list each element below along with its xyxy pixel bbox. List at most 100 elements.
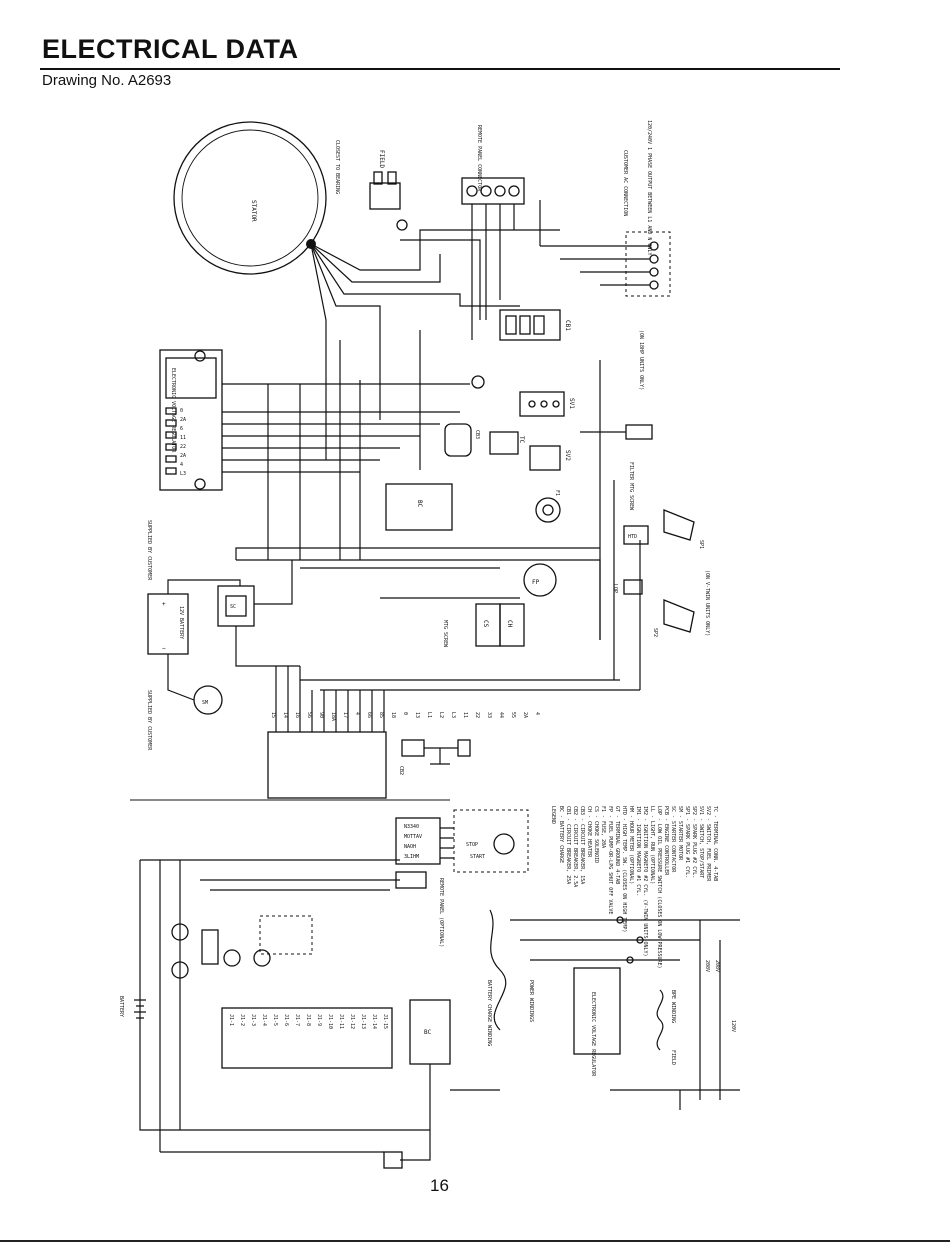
fp-bottom	[171, 961, 189, 979]
svg-text:MOTTAV: MOTTAV	[404, 834, 422, 840]
hm-bottom	[223, 949, 241, 967]
svg-text:CUSTOMER AC CONNECTION: CUSTOMER AC CONNECTION	[622, 150, 628, 216]
legend-entry: IM1 - IGNITION MAGNETO #1 CYL.	[635, 806, 641, 896]
wire-number: 22	[474, 712, 480, 718]
legend-entry: F1 - FUSE, 20A	[600, 806, 606, 848]
svg-text:F1: F1	[554, 490, 560, 496]
legend-entry: CB3 - CIRCUIT BREAKER, 15A	[579, 806, 585, 884]
sv2-switch: SV2	[529, 445, 571, 471]
pcb-pin-label: J1-10	[327, 1014, 333, 1029]
pcb-pin-label: J1-9	[316, 1014, 322, 1026]
svg-text:FIELD: FIELD	[378, 150, 385, 168]
wire-number: 4	[354, 712, 360, 715]
sv1-relay	[259, 915, 313, 955]
choke-assembly: CS CH MTG SCREW	[442, 603, 525, 648]
pcb-pin-label: J1-5	[272, 1014, 278, 1026]
svg-text:REMOTE PANEL CONNECTOR: REMOTE PANEL CONNECTOR	[476, 125, 482, 192]
svg-text:120/240V 1 PHASE OUTPUT BETWEE: 120/240V 1 PHASE OUTPUT BETWEEN L1 AND N…	[646, 120, 652, 255]
voltage-regulator-bottom: ELECTRONIC VOLTAGE REGULATOR	[573, 967, 621, 1077]
cb2-breaker: CB2	[398, 739, 471, 775]
pcb-pin-label: J1-15	[382, 1014, 388, 1029]
f1-fuse: F1	[535, 490, 561, 523]
sv1-switch: SV1	[519, 391, 575, 417]
stator-label: STATOR	[250, 200, 257, 222]
wire-number: 2A	[522, 712, 528, 718]
regulator-terminal-label: 4	[180, 462, 183, 468]
field-brushes: FIELD CLOSEST TO BEARING	[334, 140, 408, 231]
wire-number: 4	[534, 712, 540, 715]
remote-connector-bottom: N3340 MOTTAV NAOH 3LIHM	[395, 817, 441, 865]
charge-winding	[489, 909, 507, 1031]
regulator-terminal-label: 6	[180, 426, 183, 432]
cb1-breaker: CB1	[499, 309, 571, 341]
title-divider	[40, 68, 840, 70]
svg-text:SUPPLIED BY CUSTOMER: SUPPLIED BY CUSTOMER	[146, 520, 152, 581]
svg-text:+: +	[162, 601, 166, 608]
wire-number: 11	[462, 712, 468, 718]
svg-text:CS: CS	[482, 620, 489, 628]
regulator-terminal-label: 22	[180, 444, 186, 450]
legend-entry: SV1 - SWITCH, STOP/START	[698, 806, 704, 878]
bc-battery-charger: BC	[385, 483, 453, 531]
htd-sensor: HTD	[623, 525, 649, 545]
page-title: ELECTRICAL DATA	[42, 34, 299, 64]
legend-entry: SM - STARTER MOTOR	[677, 806, 683, 861]
svg-text:208V: 208V	[714, 960, 720, 972]
regulator-terminal-label: 2A	[180, 453, 186, 459]
wire-number: 17	[342, 712, 348, 718]
cb3-bottom	[383, 1151, 403, 1169]
cs2-bottom	[253, 949, 271, 967]
pcb-pin-label: J1-1	[228, 1014, 234, 1026]
wire-number: 90	[318, 712, 324, 718]
svg-text:208V: 208V	[704, 960, 710, 972]
pcb-top	[267, 731, 387, 799]
legend-entry: GT - TERMINAL GROUND 4-TAB	[614, 806, 620, 884]
svg-text:CB2: CB2	[398, 766, 404, 775]
regulator-terminal-label: L3	[180, 471, 186, 477]
legend-entry: SV2 - SWITCH, FUEL PRIMER	[705, 806, 711, 882]
legend-entry: SP1 - SPARK PLUG #1 CYL.	[684, 806, 690, 878]
starter-contactor: SC	[217, 585, 255, 627]
svg-text:12V BATTERY: 12V BATTERY	[178, 606, 184, 639]
wire-number: L2	[438, 712, 444, 718]
wire-number: 14	[282, 712, 288, 718]
pcb-pin-label: J1-11	[338, 1014, 344, 1029]
lop-sensor: LOP	[612, 579, 643, 595]
remote-panel-optional: STOP START REMOTE PANEL (OPTIONAL)	[438, 809, 529, 947]
legend-entry: CS - CHOKE SOLENOID	[593, 806, 599, 863]
wire-number: 18	[390, 712, 396, 718]
svg-text:BATTERY: BATTERY	[118, 996, 124, 1017]
svg-text:(ON 18HP UNITS ONLY): (ON 18HP UNITS ONLY)	[638, 330, 644, 390]
svg-text:SC: SC	[230, 604, 236, 610]
svg-text:120V: 120V	[730, 1020, 736, 1032]
legend-entry: SC - STARTER CONTACTOR	[670, 806, 676, 873]
legend-entry: LOP - LOW OIL PRESSURE SWITCH (CLOSES ON…	[656, 806, 662, 969]
battery-bottom: BATTERY	[118, 996, 146, 1019]
legend-entry: IM2 - IGNITION MAGNETO #2 CYL. (V-TWIN U…	[642, 806, 648, 957]
ground-terminal	[471, 375, 485, 389]
page-number: 16	[430, 1176, 449, 1195]
svg-text:FILTER MTG SCREW: FILTER MTG SCREW	[628, 462, 634, 511]
legend-entry: FP - FUEL PUMP-OR-LPG SHUT OFF VALVE	[607, 806, 613, 914]
pcb-pin-label: J1-14	[371, 1014, 377, 1029]
cb3-fuse: CB3	[444, 423, 480, 457]
svg-text:START: START	[470, 854, 485, 860]
legend-entry: TC - TERMINAL CONN. 4-TAB	[712, 806, 718, 881]
legend-entry: CB2 - CIRCUIT BREAKER, 2.5A	[572, 806, 578, 887]
remote-plug	[395, 871, 427, 889]
legend-entry: CH - CHOKE HEATER	[586, 806, 592, 858]
legend-entry: SP2 - SPARK PLUG #2 CYL.	[691, 806, 697, 878]
page-bottom-rule	[0, 1240, 950, 1242]
svg-text:N3340: N3340	[404, 824, 419, 830]
pcb-pin-label: J1-4	[261, 1014, 267, 1026]
wire-number: 55	[510, 712, 516, 718]
svg-text:3LIHM: 3LIHM	[404, 854, 419, 860]
ch-bottom	[201, 929, 219, 965]
svg-text:CH: CH	[506, 620, 513, 628]
svg-text:LOP: LOP	[612, 584, 618, 593]
svg-text:−: −	[162, 645, 166, 652]
svg-text:CLOSEST TO BEARING: CLOSEST TO BEARING	[334, 140, 340, 194]
